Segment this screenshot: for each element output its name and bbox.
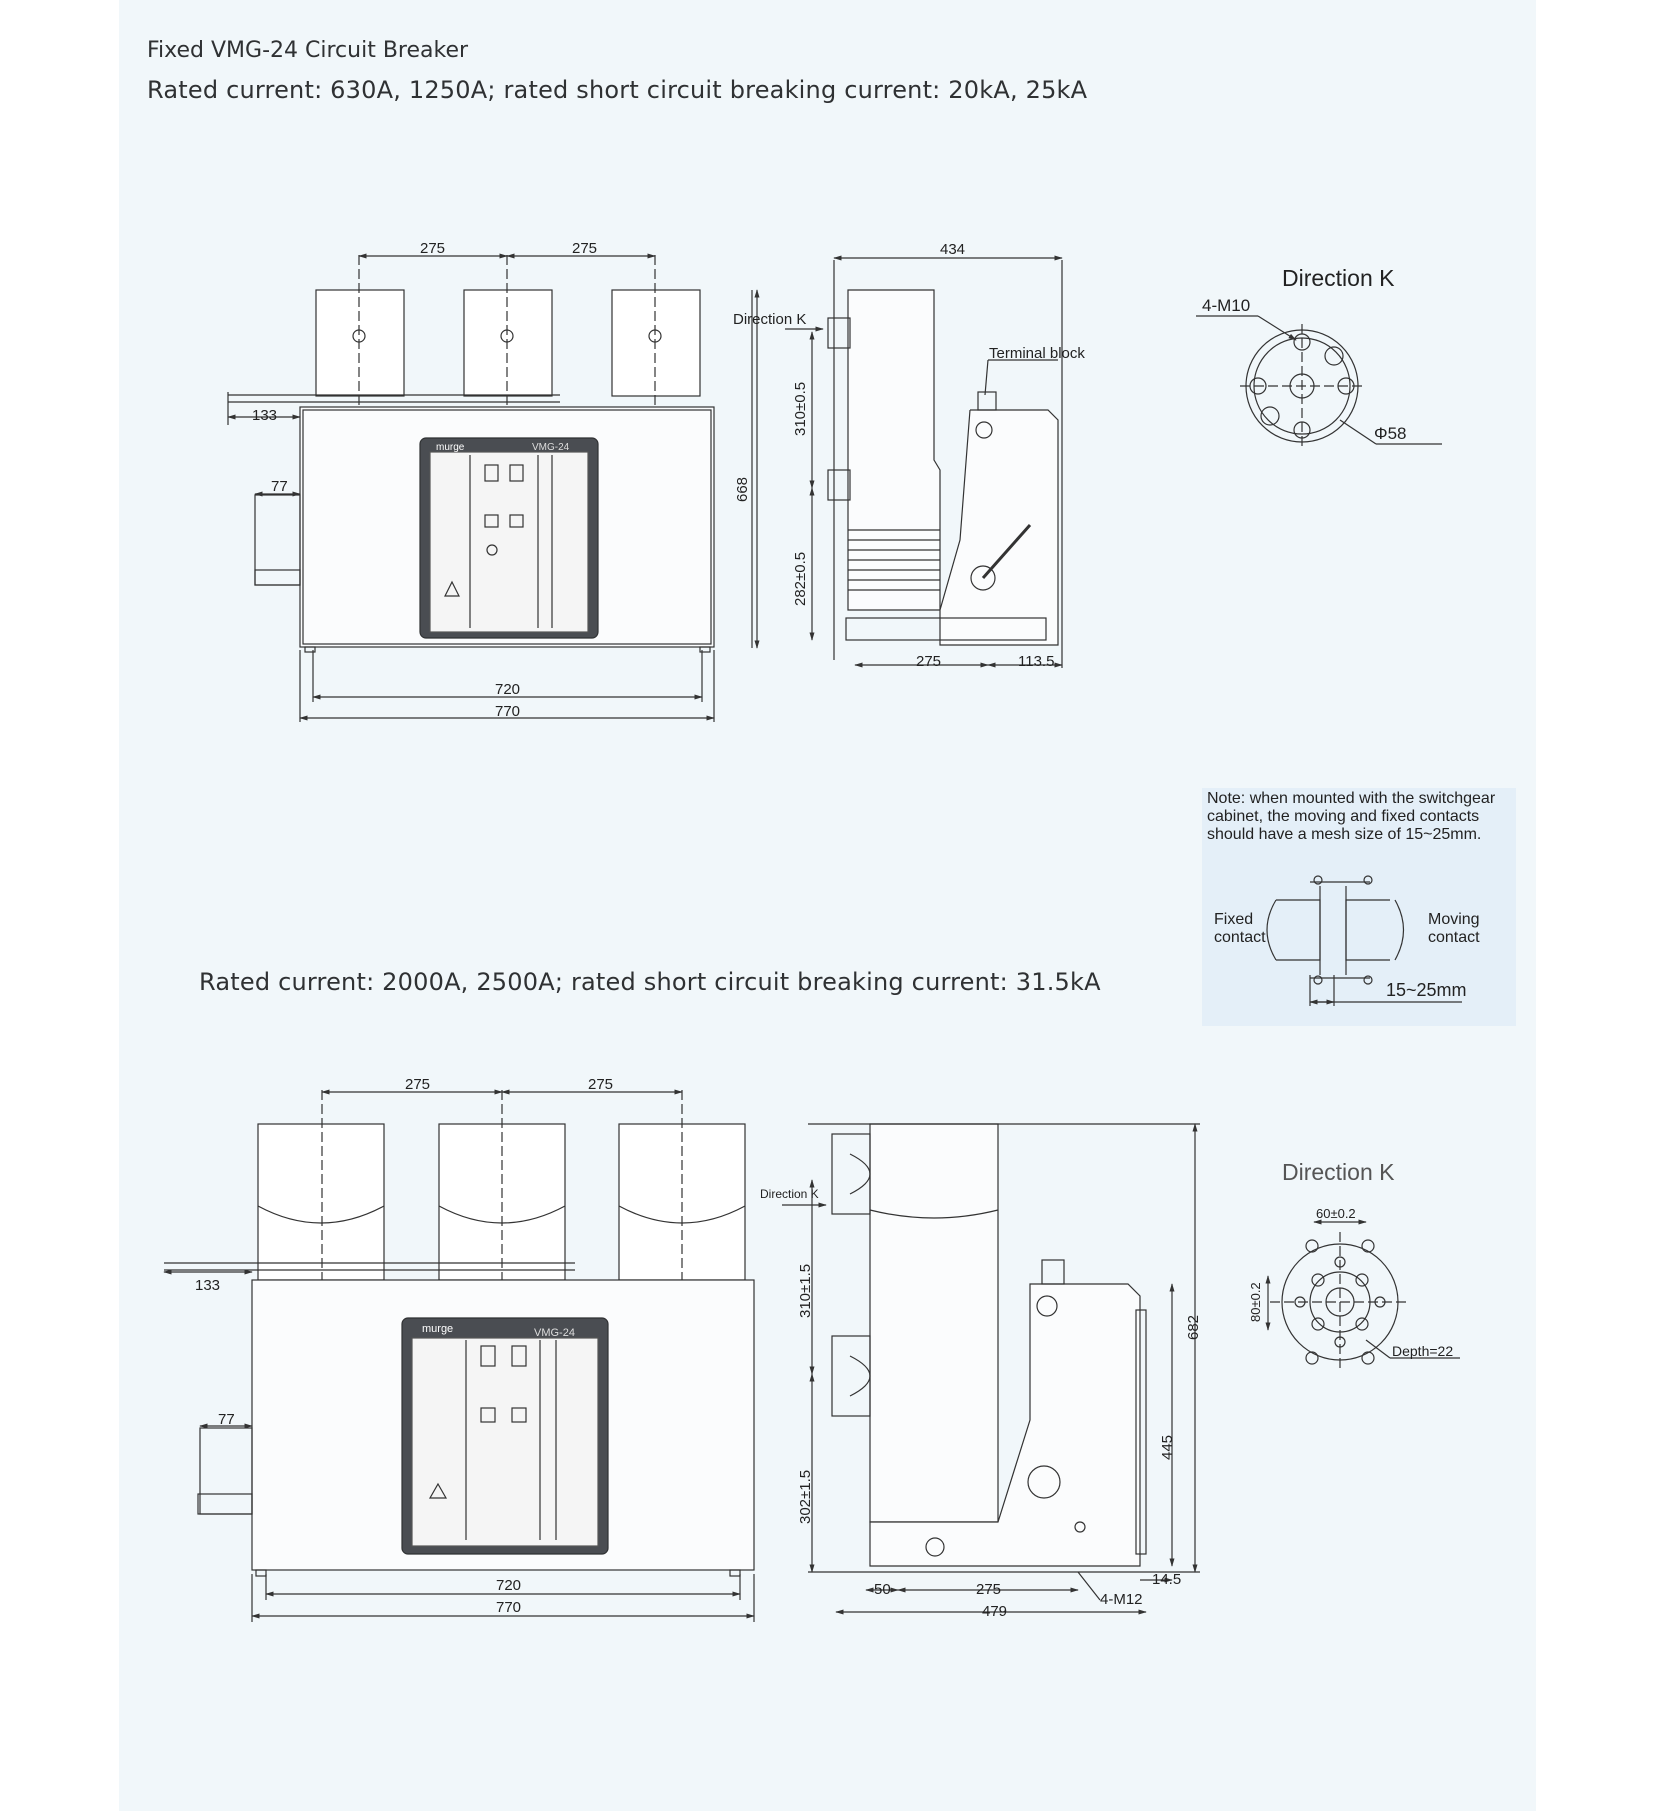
dim-275-side-1: 275 xyxy=(916,653,941,670)
dim-275-a: 275 xyxy=(420,240,445,257)
rating-line-1: Rated current: 630A, 1250A; rated short … xyxy=(147,76,1088,104)
dim-720-2: 720 xyxy=(496,1577,521,1594)
dim-445: 445 xyxy=(1159,1435,1176,1460)
mesh-diagram xyxy=(1266,875,1462,1006)
dim-275-d: 275 xyxy=(588,1076,613,1093)
direction-k-label-2: Direction K xyxy=(760,1187,819,1201)
model-label: VMG-24 xyxy=(532,442,570,453)
dim-770: 770 xyxy=(495,703,520,720)
dim-113-5: 113.5 xyxy=(1018,653,1054,670)
direction-k-view-2 xyxy=(1265,1219,1460,1372)
model-label-2: VMG-24 xyxy=(534,1327,575,1339)
dim-80: 80±0.2 xyxy=(1248,1282,1263,1322)
dim-720: 720 xyxy=(495,681,520,698)
direction-k-title-1: Direction K xyxy=(1282,265,1395,291)
side-view-2-labels: Direction K 310±1.5 302±1.5 682 445 50 2… xyxy=(760,1187,1202,1620)
rating-line-2: Rated current: 2000A, 2500A; rated short… xyxy=(199,968,1101,996)
note-text: Note: when mounted with the switchgear c… xyxy=(1207,790,1496,843)
direction-k-view-2-labels: Direction K 60±0.2 80±0.2 Depth=22 xyxy=(1248,1159,1453,1359)
side-view-1 xyxy=(751,255,1063,668)
thread-4-m10: 4-M10 xyxy=(1202,296,1250,315)
front-view-2-labels: 275 275 133 77 720 770 murge VMG-24 xyxy=(195,1076,613,1616)
side-view-1-labels: 434 Direction K Terminal block 310±0.5 6… xyxy=(733,241,1085,670)
side-view-2 xyxy=(782,1123,1200,1615)
dim-310-2: 310±1.5 xyxy=(797,1264,814,1318)
dim-77: 77 xyxy=(271,478,288,495)
brand-label: murge xyxy=(436,442,465,453)
dim-282-1: 282±0.5 xyxy=(792,552,809,606)
front-view-1 xyxy=(227,253,715,722)
dim-275-side-2: 275 xyxy=(976,1581,1001,1598)
dim-682: 682 xyxy=(1185,1315,1202,1340)
dim-133: 133 xyxy=(252,407,277,424)
direction-k-view-1 xyxy=(1196,315,1442,448)
dim-14-5: 14.5 xyxy=(1152,1571,1181,1588)
dia-58: Φ58 xyxy=(1374,424,1406,443)
dim-668: 668 xyxy=(734,477,751,502)
dim-275-c: 275 xyxy=(405,1076,430,1093)
brand-label-2: murge xyxy=(422,1323,453,1335)
page-title: Fixed VMG-24 Circuit Breaker xyxy=(147,38,469,63)
dim-434: 434 xyxy=(940,241,965,258)
dim-77-2: 77 xyxy=(218,1411,235,1428)
direction-k-label-1: Direction K xyxy=(733,311,806,328)
mesh-size-label: 15~25mm xyxy=(1386,980,1467,1000)
dim-770-2: 770 xyxy=(496,1599,521,1616)
dim-133-2: 133 xyxy=(195,1277,220,1294)
dim-275-b: 275 xyxy=(572,240,597,257)
terminal-block-label: Terminal block xyxy=(989,345,1085,362)
direction-k-view-1-labels: Direction K 4-M10 Φ58 xyxy=(1202,265,1406,443)
dim-479: 479 xyxy=(982,1603,1007,1620)
front-view-1-labels: 275 275 133 77 720 770 murge VMG-24 xyxy=(252,240,597,720)
note-panel xyxy=(1202,788,1516,1026)
front-view-2 xyxy=(163,1089,755,1622)
depth-label: Depth=22 xyxy=(1392,1343,1453,1359)
dim-50: 50 xyxy=(874,1581,891,1598)
thread-4-m12: 4-M12 xyxy=(1100,1591,1143,1608)
dim-310-1: 310±0.5 xyxy=(792,382,809,436)
direction-k-title-2: Direction K xyxy=(1282,1159,1395,1185)
dim-302-2: 302±1.5 xyxy=(797,1470,814,1524)
dim-60: 60±0.2 xyxy=(1316,1206,1356,1221)
